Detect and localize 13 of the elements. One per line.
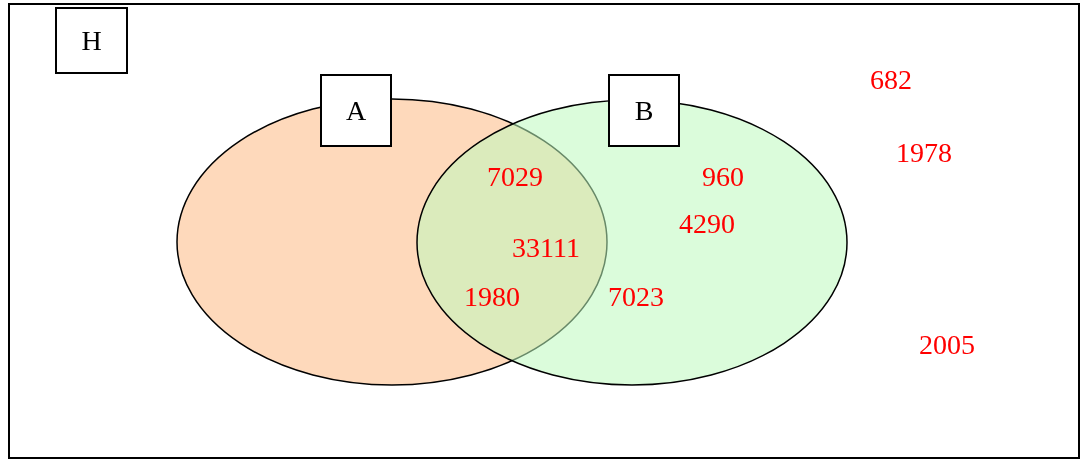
- element-number: 7023: [608, 283, 664, 311]
- element-number: 2005: [919, 331, 975, 359]
- element-number: 960: [702, 163, 744, 191]
- set-ellipse: [416, 99, 848, 386]
- element-number: 4290: [679, 210, 735, 238]
- set-label-box: H: [55, 7, 128, 74]
- element-number: 7029: [487, 163, 543, 191]
- set-label-box: A: [320, 74, 392, 147]
- element-number: 33111: [512, 234, 580, 262]
- element-number: 1980: [464, 283, 520, 311]
- element-number: 1978: [896, 139, 952, 167]
- element-number: 682: [870, 66, 912, 94]
- set-label-box: B: [608, 74, 680, 147]
